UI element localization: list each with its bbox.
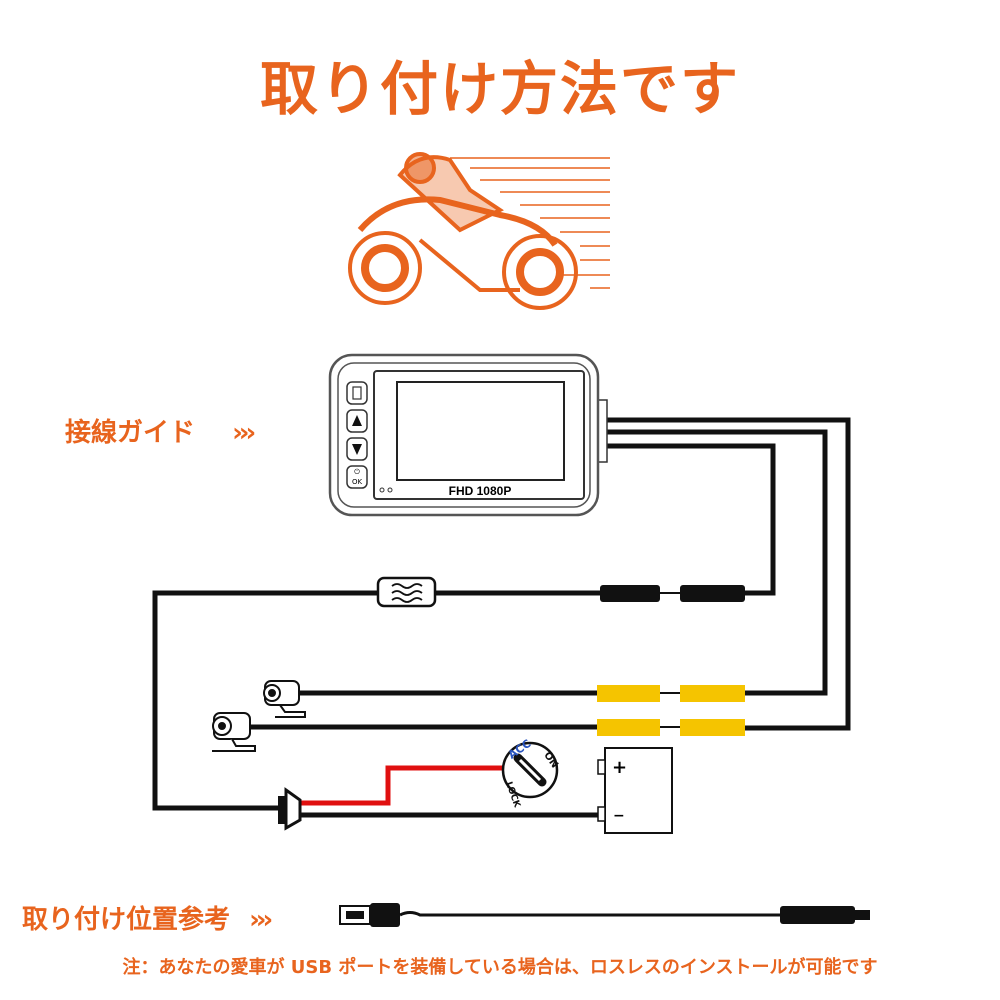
- usb-note: 注：あなたの愛車が USB ポートを装備している場合は、ロスレスのインストールが…: [122, 957, 878, 978]
- power-ok-button: [346, 465, 368, 489]
- fuse-filter-icon: [376, 576, 437, 608]
- red-wire: [300, 765, 505, 806]
- camera-connector-yellow: [597, 685, 660, 702]
- wiring-guide-text: 接線ガイド: [65, 418, 196, 448]
- power-plug-icon: [278, 787, 302, 831]
- wires: [152, 417, 851, 818]
- battery-plus-label: +: [612, 757, 627, 778]
- svg-text:⏻: ⏻: [354, 468, 360, 476]
- front-camera-icon: [212, 712, 256, 752]
- power-connector-male: [680, 585, 745, 602]
- device-resolution-label: FHD 1080P: [449, 484, 512, 498]
- ignition-switch-icon: ACC ON LOCK: [501, 737, 560, 810]
- wiring-guide-label: 接線ガイド ›››: [65, 412, 256, 449]
- battery-minus-label: −: [613, 808, 625, 824]
- arrows-icon: ›››: [249, 905, 273, 935]
- arrows-icon: ›››: [232, 418, 256, 448]
- rear-camera-icon: [263, 680, 306, 718]
- battery-icon: + −: [597, 747, 673, 834]
- camera-connector-yellow: [597, 719, 660, 736]
- usb-cable-icon: [339, 903, 870, 927]
- camera-connector-yellow: [680, 685, 745, 702]
- mount-reference-label: 取り付け位置参考 ›››: [22, 899, 273, 936]
- menu-button: [346, 381, 368, 405]
- camera-connector-yellow: [680, 719, 745, 736]
- dash-cam-device: ⏻ OK FHD 1080P: [328, 353, 608, 517]
- ok-label: OK: [352, 478, 363, 486]
- power-connector-female: [600, 585, 660, 602]
- motorcycle-illustration: [348, 152, 610, 310]
- page-title: 取り付け方法です: [259, 55, 740, 123]
- mount-reference-text: 取り付け位置参考: [22, 905, 231, 935]
